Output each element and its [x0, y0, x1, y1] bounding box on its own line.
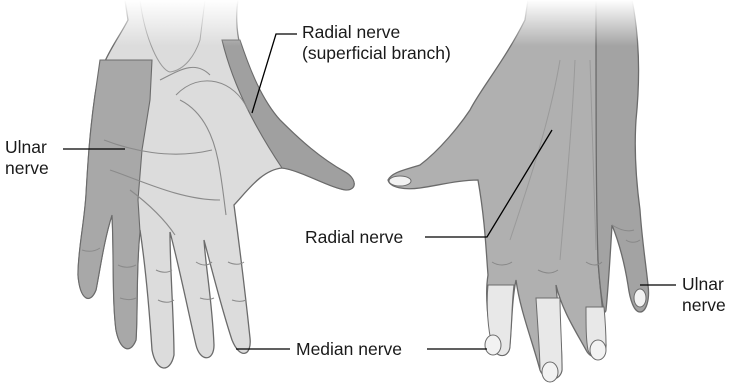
label-radial: Radial nerve	[305, 227, 403, 248]
label-ulnar-left: Ulnar nerve	[5, 137, 49, 179]
label-ulnar-left-line1: Ulnar	[5, 137, 49, 158]
label-ulnar-left-line2: nerve	[5, 158, 49, 179]
label-radial-superficial: Radial nerve (superficial branch)	[302, 22, 451, 64]
wrist-fade-left	[60, 0, 280, 384]
label-radial-line1: Radial nerve	[305, 227, 403, 248]
label-radial-superficial-line2: (superficial branch)	[302, 43, 451, 64]
label-ulnar-right-line1: Ulnar	[682, 274, 726, 295]
label-radial-superficial-line1: Radial nerve	[302, 22, 451, 43]
label-ulnar-right: Ulnar nerve	[682, 274, 726, 316]
label-ulnar-right-line2: nerve	[682, 295, 726, 316]
label-median: Median nerve	[296, 339, 402, 360]
label-median-line1: Median nerve	[296, 339, 402, 360]
wrist-fade-right	[500, 0, 660, 384]
